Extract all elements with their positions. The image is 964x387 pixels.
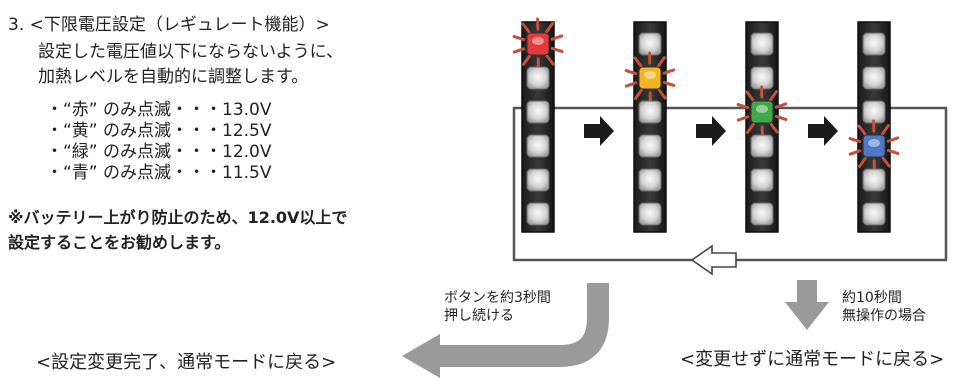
led-lit	[750, 100, 774, 124]
hold-button-label: ボタンを約3秒間 押し続ける	[444, 290, 551, 324]
note-line-2: 設定することをお勧めします。	[8, 233, 231, 252]
return-arrow-icon	[690, 244, 737, 276]
led-off	[526, 100, 550, 124]
led-bar	[848, 21, 900, 233]
led-off	[862, 32, 886, 56]
idle-timeout-label: 約10秒間 無操作の場合	[842, 290, 926, 324]
led-off	[862, 168, 886, 192]
led-off	[750, 202, 774, 226]
result-settings-saved: <設定変更完了、通常モードに戻る>	[36, 352, 337, 373]
led-off	[526, 66, 550, 90]
led-off	[638, 202, 662, 226]
led-bars	[512, 17, 900, 233]
led-lit	[526, 32, 550, 56]
step-arrow-icon	[584, 116, 614, 146]
led-off	[750, 32, 774, 56]
led-off	[526, 168, 550, 192]
led-off	[750, 134, 774, 158]
section-heading: 3. <下限電圧設定（レギュレート機能）>	[8, 15, 330, 35]
led-lit	[638, 66, 662, 90]
led-off	[526, 202, 550, 226]
step-arrow-icon	[696, 116, 726, 146]
led-bar	[624, 21, 676, 233]
recommendation-note: ※バッテリー上がり防止のため、12.0V以上で 設定することをお勧めします。	[8, 205, 347, 255]
led-off	[862, 66, 886, 90]
description-line-1: 設定した電圧値以下にならないように、	[38, 42, 344, 62]
led-off	[862, 202, 886, 226]
idle-timeout-arrow-icon	[785, 280, 829, 330]
description-line-2: 加熱レベルを自動的に調整します。	[38, 67, 309, 87]
blink-burst-icon	[736, 85, 788, 139]
list-item: ・“赤” のみ点滅・・・13.0V	[46, 100, 272, 120]
result-no-change: <変更せずに通常モードに戻る>	[680, 349, 945, 370]
led-lit	[862, 134, 886, 158]
led-off	[638, 168, 662, 192]
led-bar	[512, 17, 564, 233]
blink-burst-icon	[512, 17, 564, 71]
blink-setting-list: ・“赤” のみ点滅・・・13.0V ・“黄” のみ点滅・・・12.5V ・“緑”…	[46, 100, 272, 184]
led-bar	[736, 21, 788, 233]
led-off	[526, 134, 550, 158]
hold-button-arrow-icon	[402, 283, 609, 378]
note-line-1: ※バッテリー上がり防止のため、12.0V以上で	[8, 208, 348, 227]
list-item: ・“緑” のみ点滅・・・12.0V	[46, 142, 272, 162]
list-item: ・“黄” のみ点滅・・・12.5V	[46, 121, 272, 141]
step-arrow-icon	[808, 116, 838, 146]
list-item: ・“青” のみ点滅・・・11.5V	[46, 163, 272, 183]
led-off	[750, 168, 774, 192]
led-off	[638, 100, 662, 124]
led-off	[638, 134, 662, 158]
blink-burst-icon	[848, 119, 900, 173]
